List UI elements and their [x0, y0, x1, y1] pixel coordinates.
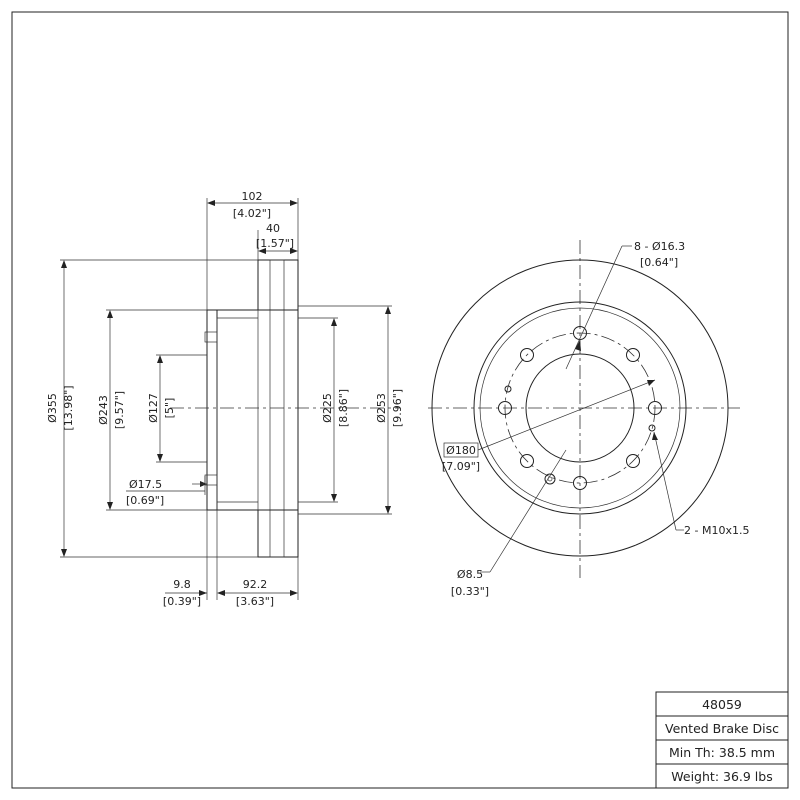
- bolt-hole: [626, 348, 640, 362]
- dim-127-mm: Ø127: [147, 393, 160, 423]
- bolt-hole: [498, 401, 512, 415]
- dim-92-2-mm: 92.2: [243, 578, 268, 591]
- callout-bolt-circle-in: [7.09"]: [442, 460, 480, 473]
- hat-edge: [479, 307, 681, 509]
- dim-40-in: [1.57"]: [256, 237, 294, 250]
- center-bore: [525, 353, 635, 463]
- weight: Weight: 36.9 lbs: [671, 769, 772, 784]
- callout-pin-hole-mm: Ø8.5: [457, 568, 483, 581]
- dim-102-in: [4.02"]: [233, 207, 271, 220]
- dim-253-in: [9.96"]: [391, 389, 404, 427]
- dim-127-in: [5"]: [163, 398, 176, 419]
- dim-17-5-in: [0.69"]: [126, 494, 164, 507]
- dim-253-mm: Ø253: [375, 393, 388, 423]
- pin-hole: [544, 473, 556, 485]
- hat-flange-section: [206, 309, 218, 511]
- bolt-circle-label-box: [443, 442, 479, 458]
- threaded-hole: [648, 424, 656, 432]
- callout-bolt-holes-in: [0.64"]: [640, 256, 678, 269]
- bolt-hole: [626, 454, 640, 468]
- drawing-border: [11, 11, 789, 789]
- rotor-outer-edge: [431, 259, 729, 557]
- dim-9-8-in: [0.39"]: [163, 595, 201, 608]
- rotor-inner-edge: [473, 301, 687, 515]
- min-thickness: Min Th: 38.5 mm: [669, 745, 775, 760]
- bolt-hole: [648, 401, 662, 415]
- callout-bolt-holes-mm: 8 - Ø16.3: [634, 240, 685, 253]
- bolt-circle: [504, 332, 656, 484]
- side-view: Ø355 [13.98"] Ø243 [9.57"] Ø127 [5"] Ø22…: [46, 190, 404, 608]
- dim-17-5-mm: Ø17.5: [129, 478, 162, 491]
- dim-102-mm: 102: [242, 190, 263, 203]
- part-description: Vented Brake Disc: [665, 721, 779, 736]
- dim-92-2-in: [3.63"]: [236, 595, 274, 608]
- callout-bolt-circle-mm: Ø180: [446, 444, 476, 457]
- dim-9-8-mm: 9.8: [173, 578, 191, 591]
- rotor-section-bottom: [257, 509, 299, 558]
- dim-243-mm: Ø243: [97, 395, 110, 425]
- callout-pin-hole-in: [0.33"]: [451, 585, 489, 598]
- dim-225-in: [8.86"]: [337, 389, 350, 427]
- dim-355-mm: Ø355: [46, 393, 59, 423]
- dim-355-in: [13.98"]: [62, 385, 75, 430]
- dim-40-mm: 40: [266, 222, 280, 235]
- callout-threaded-holes: 2 - M10x1.5: [684, 524, 749, 537]
- threaded-hole: [504, 385, 512, 393]
- front-view: 8 - Ø16.3 [0.64"] Ø180 [7.09"] 2 - M10x1…: [428, 240, 749, 598]
- dim-243-in: [9.57"]: [113, 391, 126, 429]
- title-block: 48059 Vented Brake Disc Min Th: 38.5 mm …: [655, 691, 789, 789]
- bolt-hole: [573, 476, 587, 490]
- bolt-hole: [573, 326, 587, 340]
- rotor-section-top: [257, 259, 299, 311]
- part-number: 48059: [702, 697, 742, 712]
- dim-225-mm: Ø225: [321, 393, 334, 423]
- bolt-hole: [520, 454, 534, 468]
- bolt-hole: [520, 348, 534, 362]
